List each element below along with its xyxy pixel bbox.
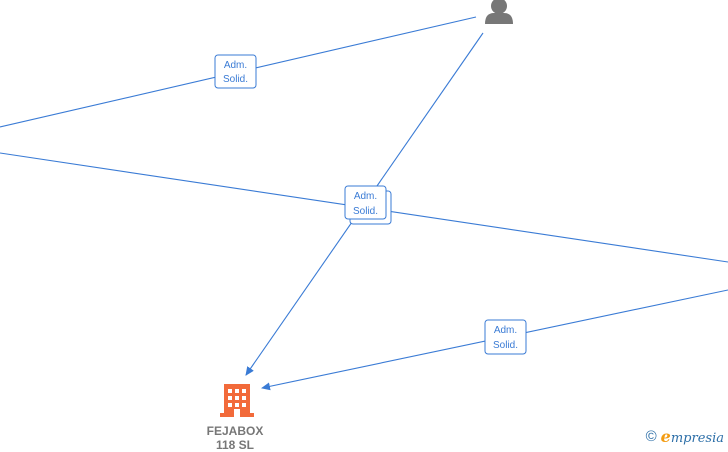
copyright-symbol: © [645,428,657,445]
person-icon[interactable] [485,0,513,24]
edge-label-line1: Adm. [224,60,247,71]
brand-logo-text: mpresia [670,431,724,446]
edge-label-line2: Solid. [493,340,518,351]
edge-label-line1: Adm. [494,325,517,336]
building-icon[interactable] [220,384,254,417]
company-name-line2: 118 SL [215,438,255,452]
edge-label[interactable]: Adm. Solid. [214,54,257,89]
brand-logo: empresia [661,427,724,446]
edge-label[interactable]: Adm. Solid. [484,319,527,355]
edge-label-line1: Adm. [354,191,377,202]
brand-logo-e: e [660,427,671,446]
brand-watermark: © empresia [646,427,724,446]
edge-label-stacked[interactable]: Adm. Solid. [344,185,392,225]
edge-label-line2: Solid. [353,206,378,217]
edge-label-line2: Solid. [223,74,248,85]
company-name[interactable]: FEJABOX 118 SL [190,424,280,452]
company-name-line1: FEJABOX [206,424,264,438]
